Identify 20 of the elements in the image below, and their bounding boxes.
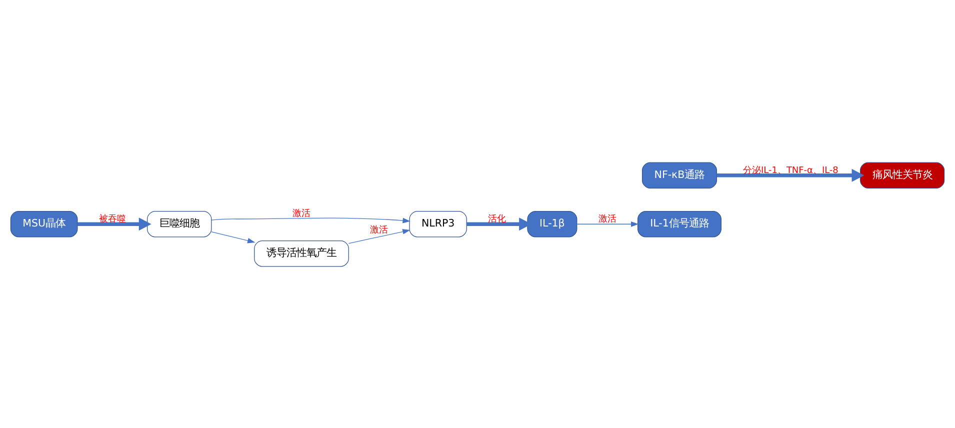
node-box: NLRP3 xyxy=(409,210,467,237)
edge-label: 激活 xyxy=(598,214,616,224)
node-box: IL-1信号通路 xyxy=(637,210,722,237)
edge-label: 活化 xyxy=(488,214,506,224)
edge-label: 激活 xyxy=(370,225,388,236)
node-box: 痛风性关节炎 xyxy=(860,162,945,188)
node-box: MSU晶体 xyxy=(10,210,78,237)
arrow xyxy=(716,168,864,182)
edge-label: 被吞噬 xyxy=(98,214,126,224)
arrow xyxy=(576,220,639,226)
node-box: 诱导活性氧产生 xyxy=(254,240,349,266)
arrow xyxy=(211,217,410,223)
node-box: 巨噬细胞 xyxy=(146,210,212,237)
edge-label: 分泌IL-1、TNF-α、IL-8 xyxy=(743,165,838,176)
arrow xyxy=(78,217,152,230)
node-box: NF-κB通路 xyxy=(642,162,717,188)
arrow xyxy=(348,228,410,244)
edge-label: 激活 xyxy=(292,208,310,218)
arrow xyxy=(211,230,256,243)
node-box: IL-1β xyxy=(527,210,578,237)
